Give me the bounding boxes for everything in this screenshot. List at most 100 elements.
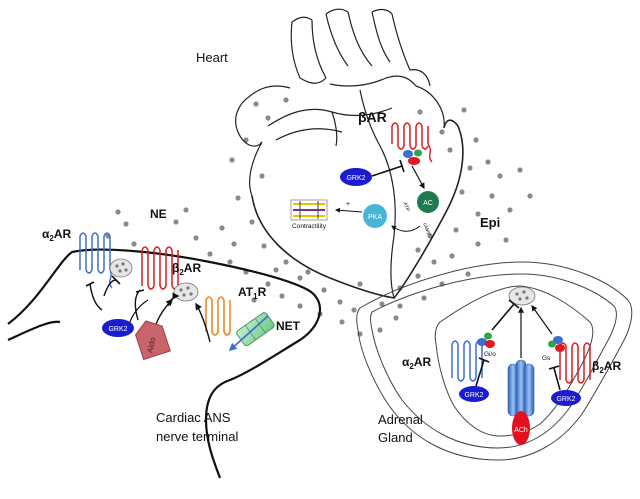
ac-label: AC: [423, 200, 433, 207]
catecholamine-dot: [283, 259, 289, 265]
vessel-outline: [391, 13, 411, 71]
catecholamine-dot: [123, 221, 129, 227]
gio-subunit: [485, 340, 495, 348]
ac-enzyme: [417, 191, 439, 213]
gs-stimulate-arrow: [531, 305, 553, 335]
nerve-terminal: α2AR β2AR AT1R GRK2 Aldo: [7, 227, 322, 479]
g-protein-subunit: [403, 150, 413, 158]
heart-outline: [267, 107, 393, 127]
catecholamine-dot: [235, 195, 241, 201]
vessel-outline: [325, 8, 349, 15]
beta-ar-receptor: [391, 122, 429, 150]
camp-to-pka-arrow: [391, 225, 421, 232]
inhibit-bar: [85, 281, 95, 287]
vesicle: [173, 282, 199, 302]
catecholamine-dot: [227, 259, 233, 265]
vessel-outline: [291, 16, 313, 23]
grk2-heart-badge: [340, 168, 372, 186]
adrenal-signaling: α2AR Gi/o GRK2 β2AR Gs GRK2 ACh: [402, 286, 621, 445]
alpha2-ar-receptor: [79, 232, 111, 274]
catecholamine-dot: [507, 207, 513, 213]
catecholamine-dot: [461, 107, 467, 113]
heart-outline: [415, 85, 445, 129]
catecholamine-dot: [231, 241, 237, 247]
adrenal-label-line2: Gland: [378, 430, 413, 445]
adrenal-inner-outline: [434, 285, 594, 437]
catecholamine-dot: [193, 235, 199, 241]
catecholamine-dot: [527, 193, 533, 199]
adrenal-gland: [356, 261, 633, 461]
catecholamine-dot: [473, 137, 479, 143]
adrenal-outer-outline: [356, 261, 633, 461]
grk2-adrenal-right-label: GRK2: [556, 396, 575, 403]
net-transporter: [236, 312, 275, 347]
heart-outline: [359, 89, 396, 299]
catecholamine-dot: [283, 97, 289, 103]
catecholamine-dot: [475, 241, 481, 247]
catecholamine-dot: [427, 233, 433, 239]
atp-label: ATP: [402, 201, 411, 212]
grk2-adrenal-right-badge: [551, 390, 581, 406]
adrenal-alpha2-ar-label: α2AR: [402, 355, 432, 371]
grk2-terminal-badge: [102, 319, 134, 337]
gs-subunit: [553, 336, 563, 344]
grk2-link: [129, 299, 149, 323]
heart-outline: [275, 128, 343, 141]
catecholamine-dot: [279, 293, 285, 299]
vesicle: [508, 286, 536, 306]
catecholamine-dot: [475, 211, 481, 217]
catecholamine-dot: [517, 167, 523, 173]
gs-subunit: [555, 344, 565, 352]
catecholamine-dot: [393, 315, 399, 321]
catecholamine-dot: [183, 207, 189, 213]
catecholamine-dot: [229, 157, 235, 163]
catecholamine-dot: [261, 243, 267, 249]
vessel-outline: [409, 69, 431, 87]
adrenal-beta2-ar-receptor: [559, 342, 591, 384]
adrenal-beta2-ar-label: β2AR: [592, 359, 621, 375]
vessel-outline: [311, 19, 327, 79]
sarcomere-icon: [290, 199, 328, 221]
catecholamine-dot: [265, 115, 271, 121]
catecholamine-dot: [417, 109, 423, 115]
catecholamine-dot: [259, 173, 265, 179]
catecholamine-dot: [377, 327, 383, 333]
catecholamine-dot: [115, 209, 121, 215]
aldo-label: Aldo: [145, 336, 157, 354]
inhibit-bar: [548, 365, 560, 370]
grk2-inhibit-line: [371, 165, 403, 177]
vessel-outline: [347, 11, 373, 67]
catecholamine-dots: [105, 97, 533, 337]
aldo-stimulate-arrow: [155, 299, 173, 325]
net-reuptake-arrow: [228, 315, 269, 352]
catecholamine-dot: [273, 267, 279, 273]
catecholamine-dot: [339, 319, 345, 325]
vessel-outline: [290, 21, 301, 79]
gio-inhibit-line: [491, 303, 515, 331]
heart-signaling: GRK2 AC ATP cAMP PKA + Contractility: [290, 122, 439, 237]
contractility-label: Contractility: [292, 223, 327, 230]
at1r-receptor: [205, 296, 231, 336]
inhibit-bar: [478, 357, 490, 363]
at1r-label: AT1R: [238, 285, 267, 301]
pka-to-contractility-arrow: [335, 207, 363, 213]
inhibit-bar: [399, 159, 405, 173]
catecholamine-dot: [297, 275, 303, 281]
gs-to-ac-arrow: [411, 165, 425, 190]
terminal-membrane: [7, 320, 61, 342]
catecholamine-dot: [173, 219, 179, 225]
catecholamine-dot: [467, 165, 473, 171]
heart-outline: [251, 119, 464, 299]
catecholamine-dot: [379, 301, 385, 307]
grk2-left-inhibit: [475, 359, 485, 387]
catecholamine-dot: [421, 295, 427, 301]
adrenal-middle-outline: [370, 273, 617, 449]
catecholamine-dot: [305, 269, 311, 275]
vessel-outline: [371, 8, 393, 15]
gio-subunit: [477, 338, 487, 346]
grk2-inhibit-alpha2: [89, 283, 103, 311]
catecholamine-dot: [485, 159, 491, 165]
plus-sign: +: [346, 201, 350, 208]
grk2-adrenal-left-label: GRK2: [464, 392, 483, 399]
